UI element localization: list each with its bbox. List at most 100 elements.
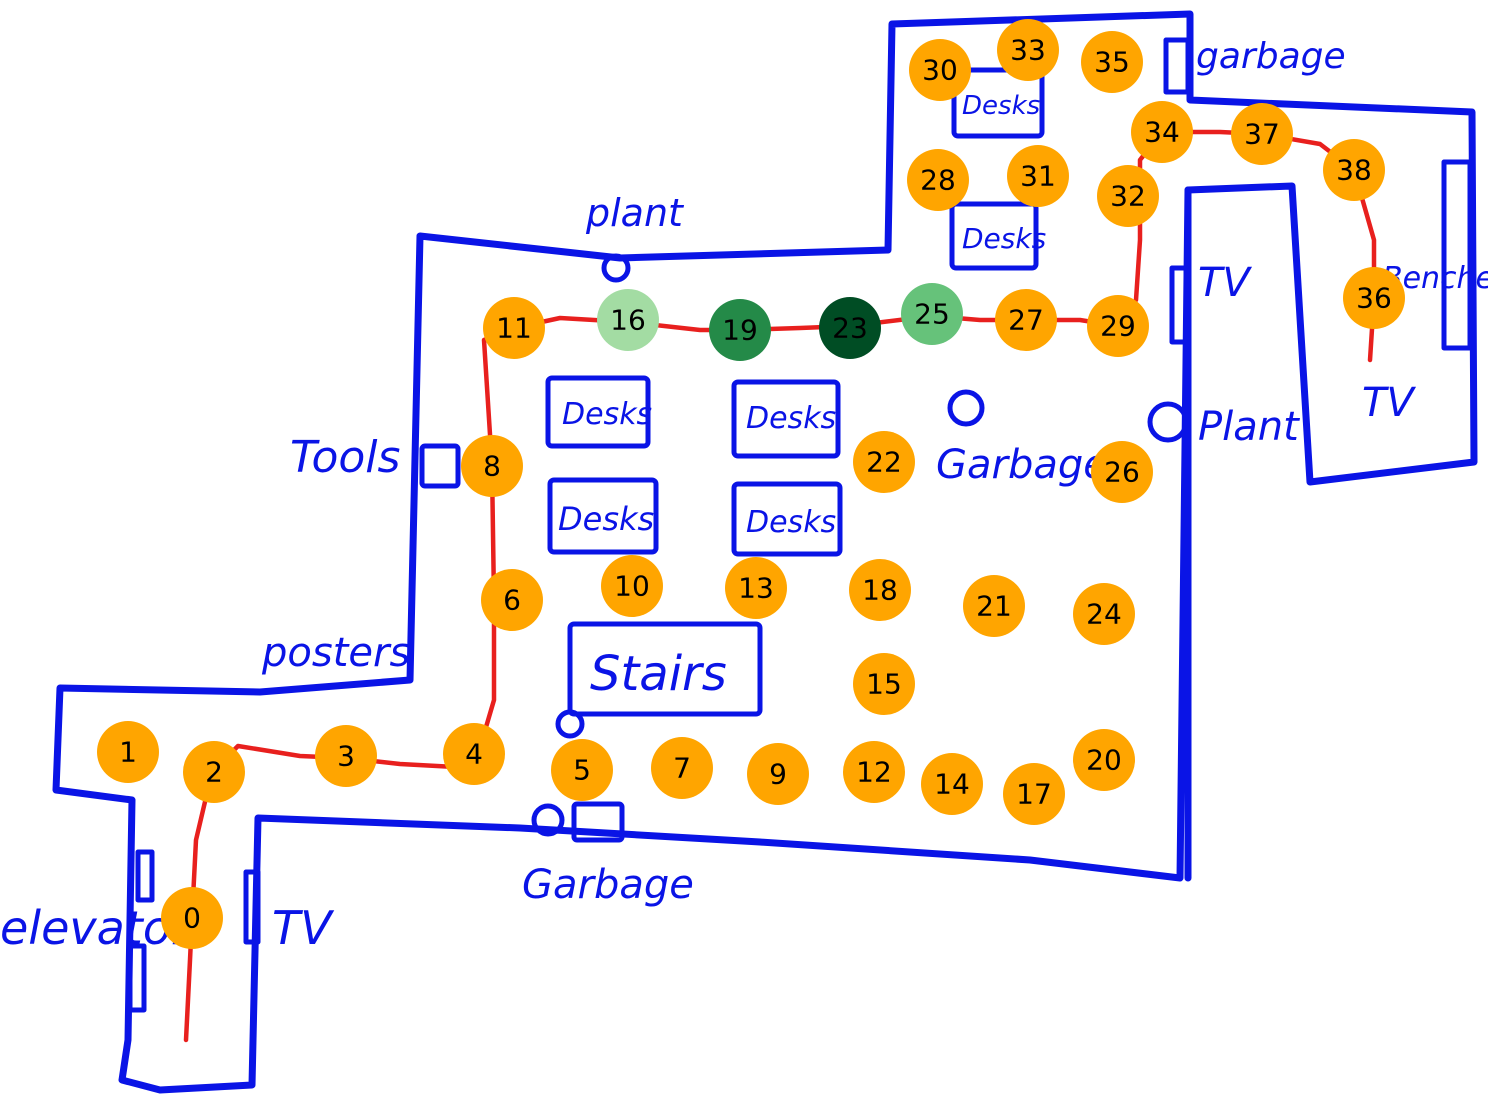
node-circle xyxy=(1073,729,1135,791)
node-circle xyxy=(1073,583,1135,645)
node-number: 21 xyxy=(976,590,1012,623)
node-circle xyxy=(853,653,915,715)
node-circle xyxy=(963,575,1025,637)
elevator-door-bottom xyxy=(127,943,147,1013)
desk-block-5 xyxy=(951,67,1045,139)
node-5: 5 xyxy=(551,739,613,801)
node-circle xyxy=(161,887,223,949)
plant-right-label: Plant xyxy=(1198,404,1300,450)
node-circle xyxy=(1007,145,1069,207)
node-number: 32 xyxy=(1110,180,1146,213)
node-number: 4 xyxy=(465,738,483,771)
node-number: 31 xyxy=(1020,160,1056,193)
node-24: 24 xyxy=(1073,583,1135,645)
node-circle xyxy=(1097,165,1159,227)
node-number: 6 xyxy=(503,584,521,617)
node-number: 28 xyxy=(920,164,956,197)
node-29: 29 xyxy=(1087,295,1149,357)
node-15: 15 xyxy=(853,653,915,715)
node-13: 13 xyxy=(725,557,787,619)
node-circle xyxy=(601,555,663,617)
node-7: 7 xyxy=(651,737,713,799)
node-circle xyxy=(1343,267,1405,329)
node-38: 38 xyxy=(1323,139,1385,201)
node-circle xyxy=(551,739,613,801)
node-12: 12 xyxy=(843,741,905,803)
node-number: 5 xyxy=(573,754,591,787)
node-31: 31 xyxy=(1007,145,1069,207)
node-number: 20 xyxy=(1086,744,1122,777)
node-number: 19 xyxy=(722,314,758,347)
outer-wall xyxy=(52,10,1478,1094)
desk-label-4: Desks xyxy=(746,505,836,540)
elevator-label: elevator xyxy=(0,901,193,955)
stairs-post xyxy=(555,709,585,739)
node-circle xyxy=(849,559,911,621)
node-4: 4 xyxy=(443,723,505,785)
tools-box xyxy=(419,443,461,489)
node-circle xyxy=(909,39,971,101)
node-circle xyxy=(921,753,983,815)
node-number: 22 xyxy=(866,446,902,479)
desk-label-6: Desks xyxy=(962,222,1046,255)
posters-label: posters xyxy=(261,630,410,676)
node-circle xyxy=(1003,763,1065,825)
node-circle xyxy=(461,435,523,497)
furniture xyxy=(127,37,1473,1013)
node-32: 32 xyxy=(1097,165,1159,227)
node-circle xyxy=(481,569,543,631)
node-30: 30 xyxy=(909,39,971,101)
place-labels: elevator TV Garbage posters Tools plant … xyxy=(0,36,1488,955)
node-number: 16 xyxy=(610,304,646,337)
stairs-block xyxy=(567,621,763,717)
node-number: 37 xyxy=(1244,118,1280,151)
tools-label: Tools xyxy=(290,432,400,483)
node-21: 21 xyxy=(963,575,1025,637)
node-10: 10 xyxy=(601,555,663,617)
desk-label-2: Desks xyxy=(746,401,836,436)
tv-right-screen xyxy=(1169,265,1189,345)
node-8: 8 xyxy=(461,435,523,497)
node-26: 26 xyxy=(1091,441,1153,503)
node-number: 35 xyxy=(1094,46,1130,79)
node-number: 27 xyxy=(1008,304,1044,337)
node-27: 27 xyxy=(995,289,1057,351)
node-number: 23 xyxy=(832,312,868,345)
node-33: 33 xyxy=(997,19,1059,81)
benches-block xyxy=(1441,159,1473,351)
node-number: 7 xyxy=(673,752,691,785)
node-number: 26 xyxy=(1104,456,1140,489)
node-11: 11 xyxy=(483,297,545,359)
node-number: 15 xyxy=(866,668,902,701)
node-circle xyxy=(597,289,659,351)
node-number: 9 xyxy=(769,758,787,791)
node-number: 10 xyxy=(614,570,650,603)
node-number: 38 xyxy=(1336,154,1372,187)
stairs-label: Stairs xyxy=(590,646,727,702)
node-circle xyxy=(183,741,245,803)
node-number: 1 xyxy=(119,736,137,769)
garbage-top-bin xyxy=(1163,37,1191,95)
desk-block-6 xyxy=(949,201,1039,271)
node-circle xyxy=(819,297,881,359)
node-2: 2 xyxy=(183,741,245,803)
node-number: 30 xyxy=(922,54,958,87)
node-number: 14 xyxy=(934,768,970,801)
node-19: 19 xyxy=(709,299,771,361)
node-number: 29 xyxy=(1100,310,1136,343)
node-circle xyxy=(1323,139,1385,201)
desk-block-3 xyxy=(547,477,659,555)
node-23: 23 xyxy=(819,297,881,359)
garbage-bottom-bin-round xyxy=(531,803,565,837)
garbage-top-label: garbage xyxy=(1196,36,1346,77)
node-circle xyxy=(997,19,1059,81)
node-number: 2 xyxy=(205,756,223,789)
desk-label-3: Desks xyxy=(558,500,654,538)
desk-block-2 xyxy=(731,379,841,459)
node-number: 25 xyxy=(914,298,950,331)
node-0: 0 xyxy=(161,887,223,949)
node-number: 36 xyxy=(1356,282,1392,315)
node-circle xyxy=(315,725,377,787)
